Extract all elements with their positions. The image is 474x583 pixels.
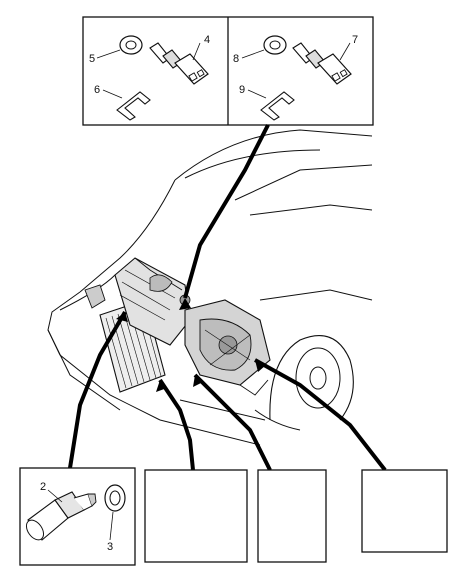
- transmission: [184, 299, 271, 396]
- pointer-leaders: [68, 124, 387, 472]
- callout-6: 6: [94, 84, 100, 96]
- leader-to-top-box: [183, 124, 270, 299]
- engine-block: [84, 257, 191, 346]
- bottom-detail-boxes: [19, 467, 448, 566]
- car-engine-illustration: [47, 129, 373, 446]
- leader-to-box-2: [158, 378, 195, 471]
- coolant-sensor-illustration: [25, 484, 126, 541]
- temperature-sensor-right-illustration: [241, 35, 352, 121]
- temperature-sensor-left-illustration: [96, 35, 209, 121]
- leader-to-box-4: [254, 358, 387, 472]
- detail-box-empty-3: [361, 469, 448, 553]
- callout-labels: 4 5 6 7 8 9 2 3: [40, 34, 358, 553]
- callout-5: 5: [89, 53, 95, 65]
- leader-to-box-1: [68, 310, 127, 469]
- callout-4: 4: [204, 34, 210, 46]
- detail-box-empty-2: [257, 469, 327, 563]
- callout-9: 9: [239, 84, 245, 96]
- detail-box-empty-1: [144, 469, 248, 563]
- callout-2: 2: [40, 481, 46, 493]
- leader-to-box-3: [193, 373, 272, 471]
- callout-7: 7: [352, 34, 358, 46]
- callout-8: 8: [233, 53, 239, 65]
- callout-3: 3: [107, 541, 113, 553]
- top-detail-box: [82, 16, 374, 126]
